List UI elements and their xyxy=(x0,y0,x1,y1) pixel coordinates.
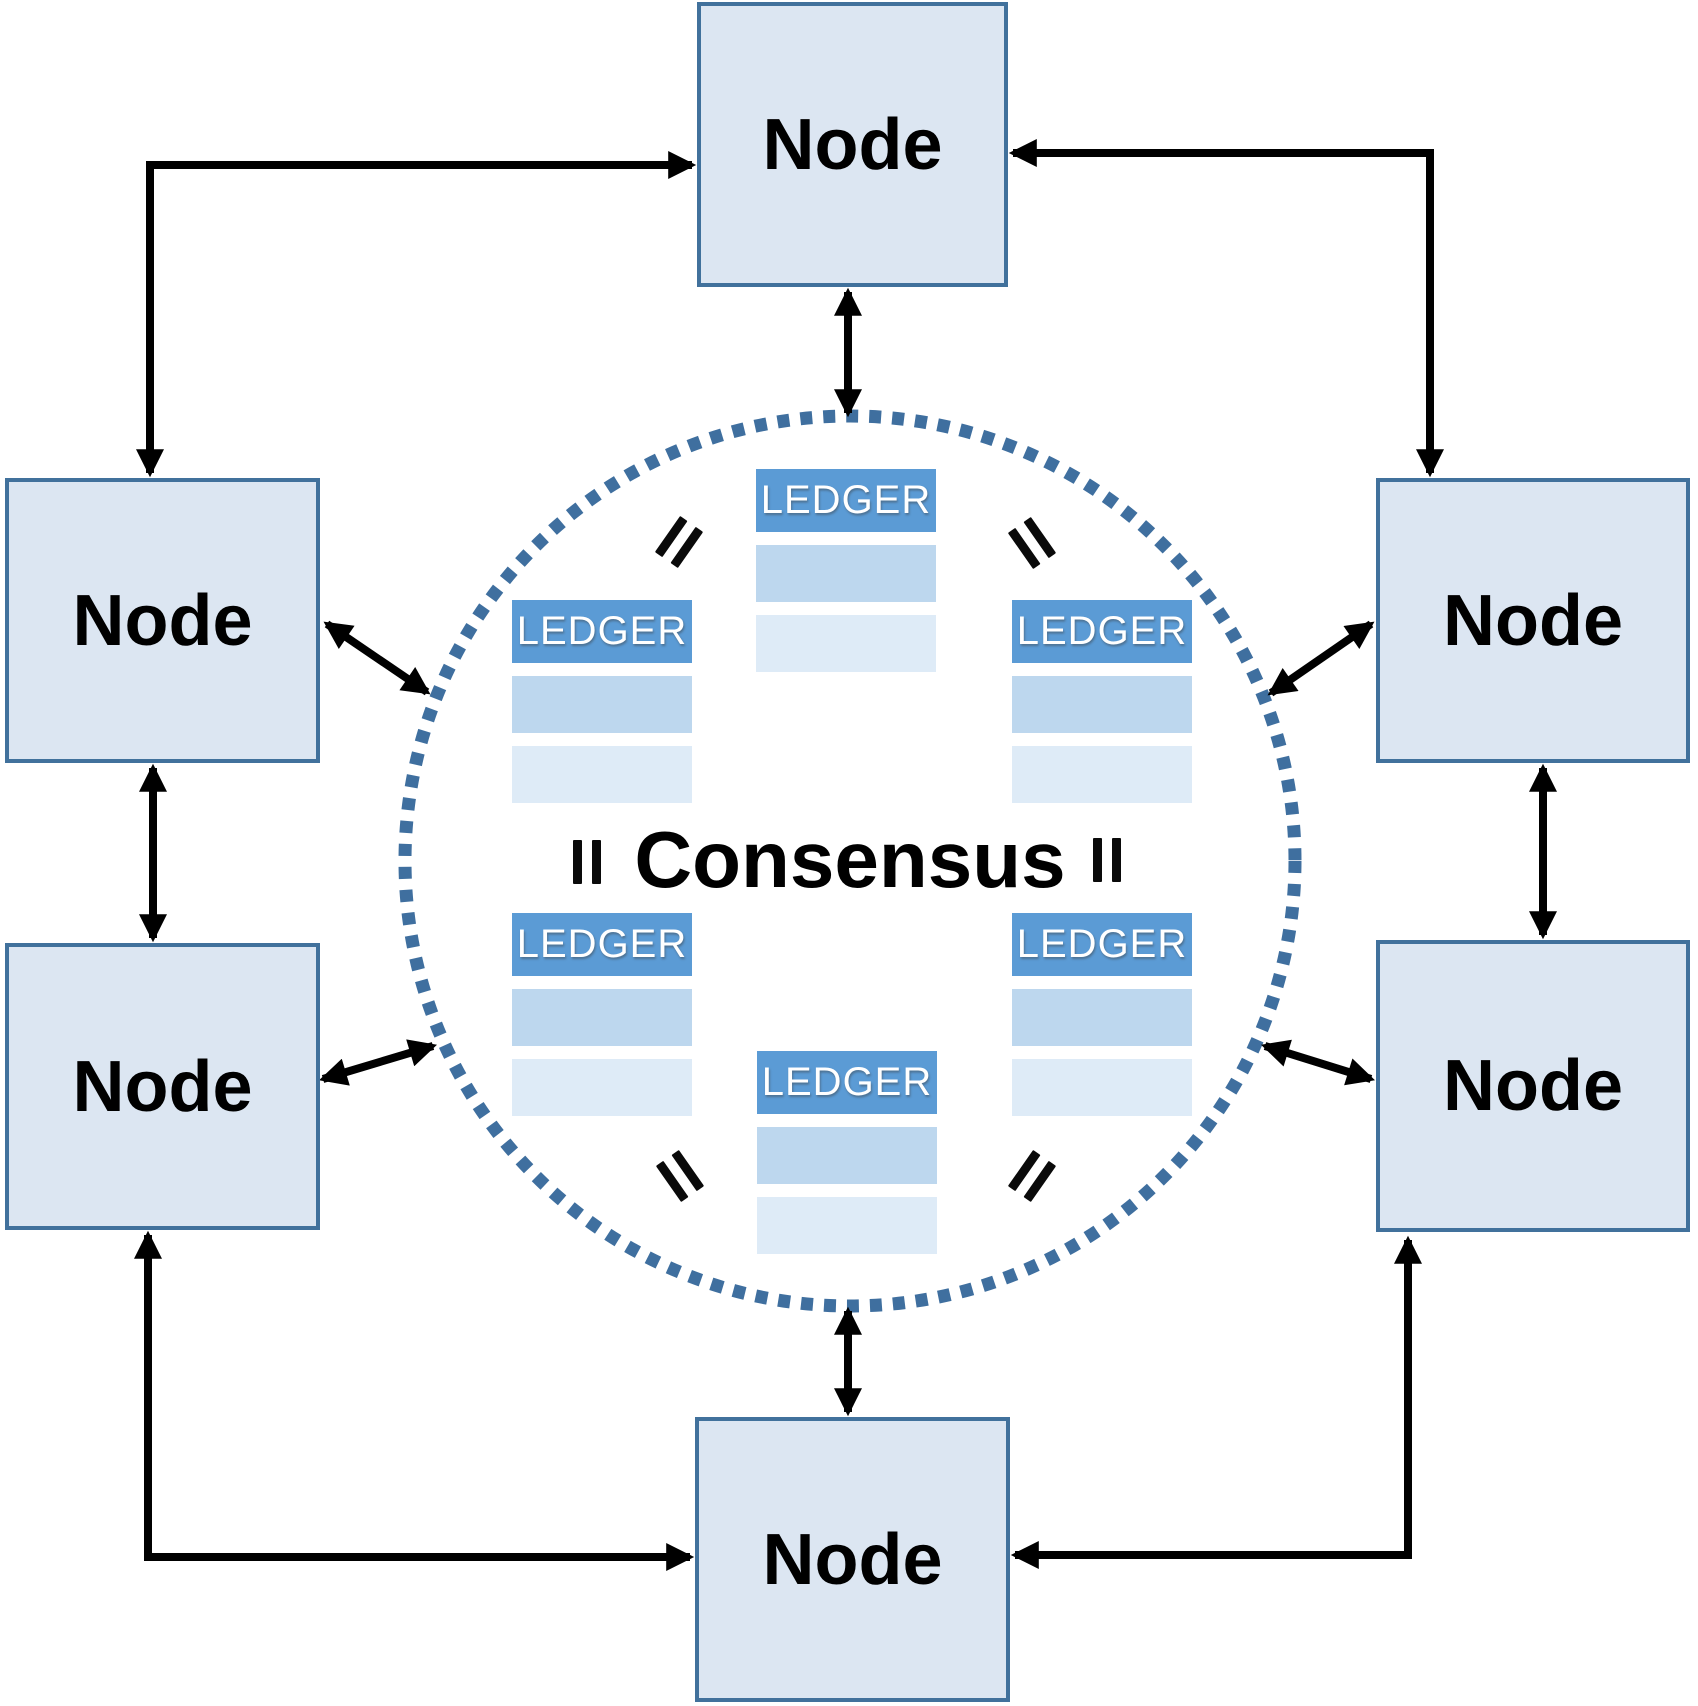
ledger-row xyxy=(512,676,692,733)
connector-topright-l xyxy=(1008,139,1444,478)
ledger-table-middle-right: LEDGER xyxy=(1012,600,1192,803)
ledger-table-bottom: LEDGER xyxy=(757,1051,937,1254)
ledger-row xyxy=(757,1197,937,1254)
equals-bar xyxy=(592,840,601,884)
consensus-label: Consensus xyxy=(634,815,1066,904)
ledger-row xyxy=(756,545,936,602)
node-box-lower-left: Node xyxy=(5,943,320,1230)
ledger-row xyxy=(1012,676,1192,733)
ledger-header: LEDGER xyxy=(756,469,936,532)
ledger-header: LEDGER xyxy=(512,913,692,976)
node-box-top: Node xyxy=(697,2,1008,287)
ledger-row xyxy=(512,989,692,1046)
equals-sign-middle-left xyxy=(573,840,601,884)
ledger-header: LEDGER xyxy=(757,1051,937,1114)
equals-sign-middle-right xyxy=(1093,838,1121,882)
node-box-upper-right: Node xyxy=(1376,478,1690,763)
ledger-row xyxy=(512,1059,692,1116)
ledger-row xyxy=(757,1127,937,1184)
arrow-lowerright-circle xyxy=(1260,1039,1376,1086)
ledger-table-middle-left: LEDGER xyxy=(512,600,692,803)
ledger-row xyxy=(756,615,936,672)
arrow-upperright-circle xyxy=(1267,620,1375,697)
arrow-lowerleft-circle xyxy=(318,1039,438,1086)
node-box-lower-right: Node xyxy=(1376,940,1690,1232)
equals-bar xyxy=(1093,838,1102,882)
ledger-table-lower-left: LEDGER xyxy=(512,913,692,1116)
ledger-row xyxy=(1012,1059,1192,1116)
connector-bottomright-l xyxy=(1010,1235,1422,1569)
ledger-header: LEDGER xyxy=(512,600,692,663)
ledger-header: LEDGER xyxy=(1012,913,1192,976)
arrow-upperleft-circle xyxy=(323,620,431,696)
equals-bar xyxy=(573,840,582,884)
connector-topleft-l xyxy=(136,151,697,478)
ledger-row xyxy=(1012,989,1192,1046)
node-box-upper-left: Node xyxy=(5,478,320,763)
ledger-header: LEDGER xyxy=(1012,600,1192,663)
ledger-row xyxy=(1012,746,1192,803)
ledger-table-top: LEDGER xyxy=(756,469,936,672)
node-box-bottom: Node xyxy=(695,1417,1010,1702)
ledger-table-lower-right: LEDGER xyxy=(1012,913,1192,1116)
ledger-row xyxy=(512,746,692,803)
equals-bar xyxy=(1112,838,1121,882)
connector-bottomleft-l xyxy=(134,1230,695,1571)
